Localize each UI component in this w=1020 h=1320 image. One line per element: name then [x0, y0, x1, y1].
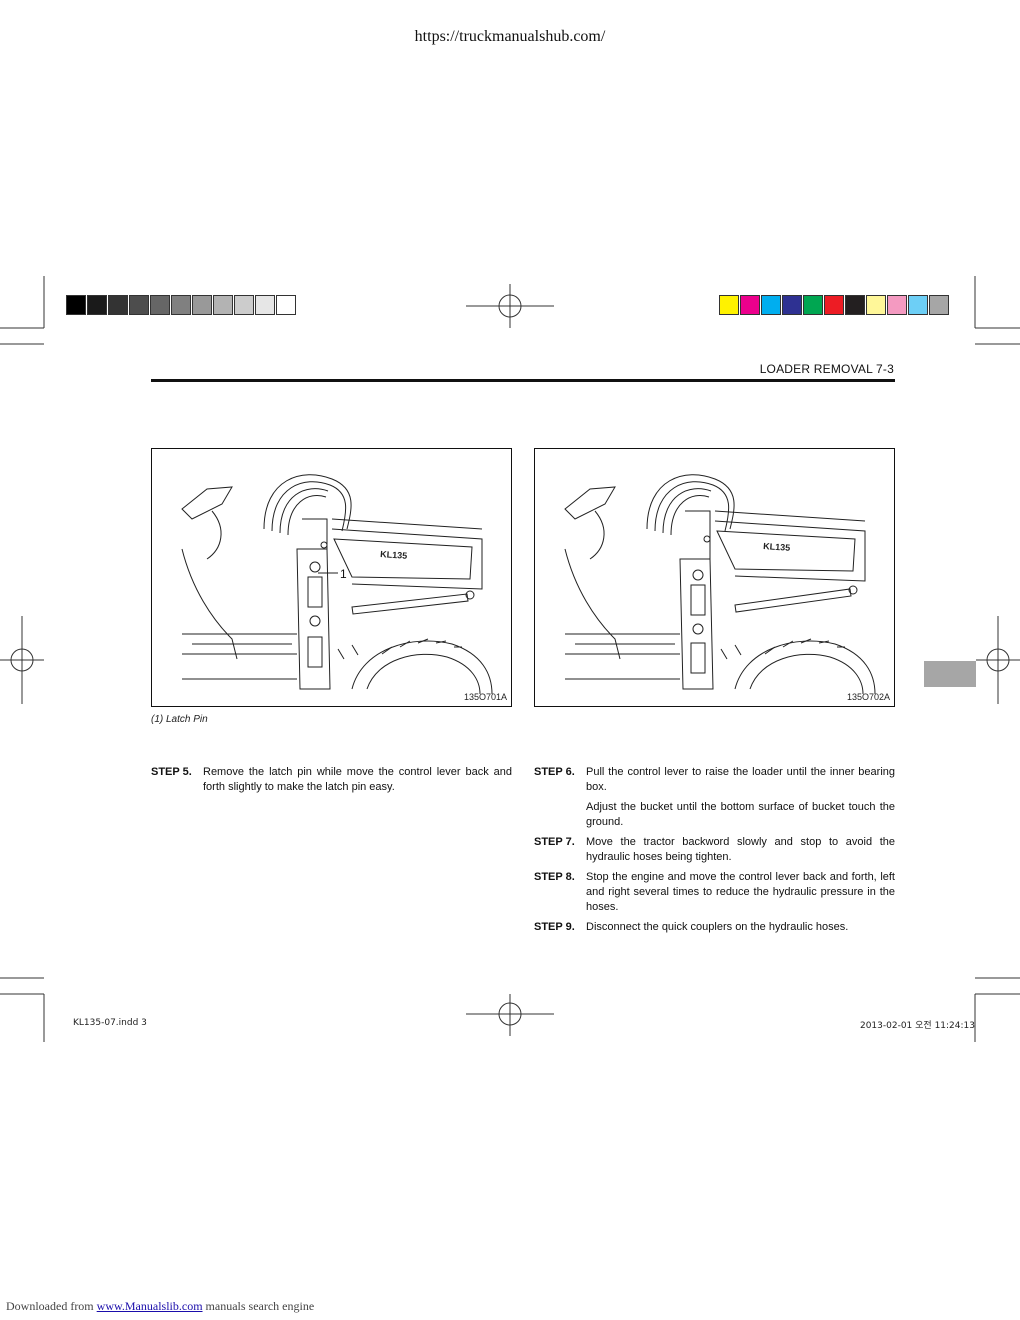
download-prefix: Downloaded from [6, 1299, 97, 1313]
process-swatch [761, 295, 781, 315]
gray-swatch [276, 295, 296, 315]
site-url[interactable]: https://truckmanualshub.com/ [414, 28, 606, 45]
figure-code: 135O701A [463, 692, 507, 702]
process-swatch [908, 295, 928, 315]
step-label: STEP 5. [151, 766, 192, 778]
registration-mark-bottom [466, 994, 554, 1036]
gray-swatch [87, 295, 107, 315]
step-text: Stop the engine and move the control lev… [586, 871, 895, 913]
gray-swatch [150, 295, 170, 315]
figure-latch-pin: KL135 1 135O701A [151, 448, 512, 707]
gray-color-bar [66, 295, 297, 315]
process-swatch [887, 295, 907, 315]
registration-mark-top [466, 284, 554, 328]
figure-loader-raised: KL135 135O702A [534, 448, 895, 707]
gray-swatch [255, 295, 275, 315]
callout-number: 1 [340, 567, 347, 581]
step-text: Disconnect the quick couplers on the hyd… [586, 921, 849, 933]
step-label: STEP 8. [534, 871, 575, 883]
process-swatch [782, 295, 802, 315]
gray-swatch [171, 295, 191, 315]
gray-swatch [234, 295, 254, 315]
figure-caption: (1) Latch Pin [151, 714, 208, 725]
registration-mark-right [976, 616, 1020, 704]
registration-mark-left [0, 616, 44, 704]
process-swatch [803, 295, 823, 315]
manualslib-link[interactable]: www.Manualslib.com [96, 1299, 203, 1313]
download-notice: Downloaded from www.Manualslib.com manua… [6, 1299, 314, 1314]
step-label: STEP 9. [534, 921, 575, 933]
chapter-tab [924, 661, 976, 687]
footer-slug-left: KL135-07.indd 3 [73, 1018, 147, 1028]
steps-right-column: STEP 6. Pull the control lever to raise t… [534, 765, 895, 940]
loader-mount-illustration: KL135 1 [181, 474, 493, 695]
gray-swatch [108, 295, 128, 315]
process-swatch [866, 295, 886, 315]
process-swatch [845, 295, 865, 315]
step-label: STEP 6. [534, 766, 575, 778]
step-item: STEP 6. Pull the control lever to raise t… [534, 765, 895, 830]
tractor-label: KL135 [380, 549, 408, 561]
step-item: STEP 9. Disconnect the quick couplers on … [534, 920, 895, 935]
step-text: Pull the control lever to raise the load… [586, 766, 895, 793]
step-item: STEP 5. Remove the latch pin while move t… [151, 765, 512, 795]
step-item: STEP 7. Move the tractor backword slowly … [534, 835, 895, 865]
figure-code: 135O702A [846, 692, 890, 702]
process-swatch [929, 295, 949, 315]
process-swatch [824, 295, 844, 315]
step-text: Remove the latch pin while move the cont… [203, 766, 512, 793]
steps-left-column: STEP 5. Remove the latch pin while move t… [151, 765, 512, 800]
process-swatch [740, 295, 760, 315]
loader-mount-illustration: KL135 [564, 474, 876, 695]
step-label: STEP 7. [534, 836, 575, 848]
gray-swatch [129, 295, 149, 315]
footer-slug-right: 2013-02-01 오전 11:24:13 [859, 1021, 975, 1031]
gray-swatch [66, 295, 86, 315]
gray-swatch [213, 295, 233, 315]
header-rule [151, 379, 895, 382]
download-suffix: manuals search engine [202, 1299, 315, 1313]
step-text: Adjust the bucket until the bottom surfa… [586, 801, 895, 828]
tractor-label: KL135 [763, 541, 791, 553]
process-color-bar [719, 295, 950, 315]
gray-swatch [192, 295, 212, 315]
step-text: Move the tractor backword slowly and sto… [586, 836, 895, 863]
running-head: LOADER REMOVAL 7-3 [759, 362, 894, 376]
process-swatch [719, 295, 739, 315]
step-item: STEP 8. Stop the engine and move the cont… [534, 870, 895, 915]
